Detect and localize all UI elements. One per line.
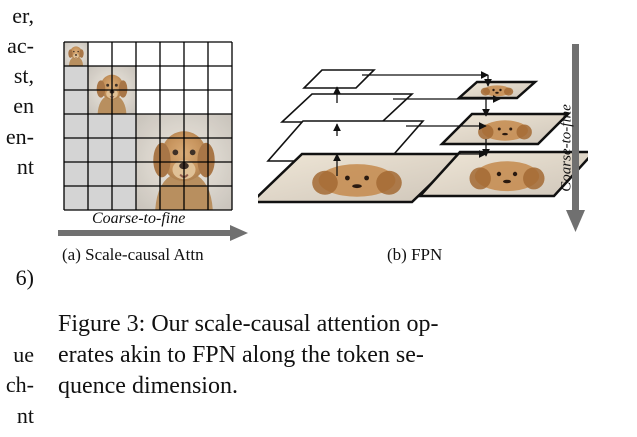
attention-cell [112,138,136,162]
dog-ear [516,124,532,140]
attention-cell [184,66,208,90]
coarse-to-fine-arrow-shaft [572,44,579,212]
attention-cell [88,162,112,186]
attention-cell [112,186,136,210]
attention-cell [64,90,88,114]
left-text-line: ch- [5,372,34,397]
left-text-line: ue [13,342,34,367]
dog-eye [364,175,369,181]
dog-nose [352,184,362,189]
dog-nose [502,179,512,184]
left-text-line: en [13,93,34,118]
attention-cell [136,90,160,114]
attention-cell [112,114,136,138]
fpn-figure [258,44,588,232]
coarse-to-fine-label: Coarse-to-fine [92,210,186,227]
coarse-to-fine-arrow-head [230,225,248,241]
dog-eye [509,127,513,131]
caption-line: Figure 3: Our scale-causal attention op- [58,311,439,337]
coarse-to-fine-arrow-shaft [58,230,230,236]
dog-ear [376,170,402,195]
attention-cell [112,162,136,186]
pyramid-level [302,69,376,89]
dog-nose [502,132,508,136]
left-text-line: nt [16,403,34,428]
dog-fur [483,85,511,97]
caption-line: erates akin to FPN along the token se- [58,342,424,368]
dog-ear [480,87,491,96]
coarse-to-fine-arrow-head [566,210,585,232]
dog-eye [497,127,501,131]
attention-cell [160,90,184,114]
attention-cell [208,66,232,90]
left-column-text: er, ac- st, en en- nt 6) ue ch- nt [0,0,34,437]
dog-fur [481,120,529,141]
attention-cell [208,42,232,66]
dog-ear [312,170,338,195]
attention-cell [88,114,112,138]
subcaption-a: (a) Scale-causal Attn [62,245,204,264]
dog-fur [318,164,396,197]
caption-line: quence dimension. [58,373,238,399]
attention-cell [184,42,208,66]
coarse-to-fine-vertical-label: Coarse-to-fine [558,104,575,192]
left-text-line: st, [13,63,34,88]
left-text-line: en- [5,124,34,149]
dog-eye [512,171,518,177]
dog-eye [345,175,350,181]
figure-caption: Figure 3: Our scale-causal attention op-… [58,309,558,402]
attention-cell [208,90,232,114]
dog-image [64,42,88,66]
attention-cell [88,42,112,66]
pyramid-level [279,93,415,123]
left-text-line: er, [12,3,34,28]
attention-cell [64,186,88,210]
attention-cell [184,90,208,114]
dog-eye [492,88,495,92]
left-text-line: 6) [15,265,34,290]
attention-cell [160,42,184,66]
subcaption-b: (b) FPN [387,245,443,264]
dog-eye [496,171,502,177]
dog-ear [469,167,491,190]
left-text-line: ac- [7,33,34,58]
attention-cell [88,138,112,162]
attention-cell [136,66,160,90]
left-text-line: nt [16,154,34,179]
dog-nose [495,91,499,94]
dog-eye [499,88,502,92]
attention-cell [88,186,112,210]
attention-cell [64,138,88,162]
attention-cell [136,42,160,66]
scale-causal-attention-figure [58,41,248,241]
attention-cell [64,66,88,90]
dog-ear [478,124,494,140]
dog-fur [474,161,540,192]
dog-ear [523,167,545,190]
attention-cell [64,162,88,186]
attention-cell [112,42,136,66]
attention-cell [160,66,184,90]
attention-cell [64,114,88,138]
dog-ear [503,87,514,96]
